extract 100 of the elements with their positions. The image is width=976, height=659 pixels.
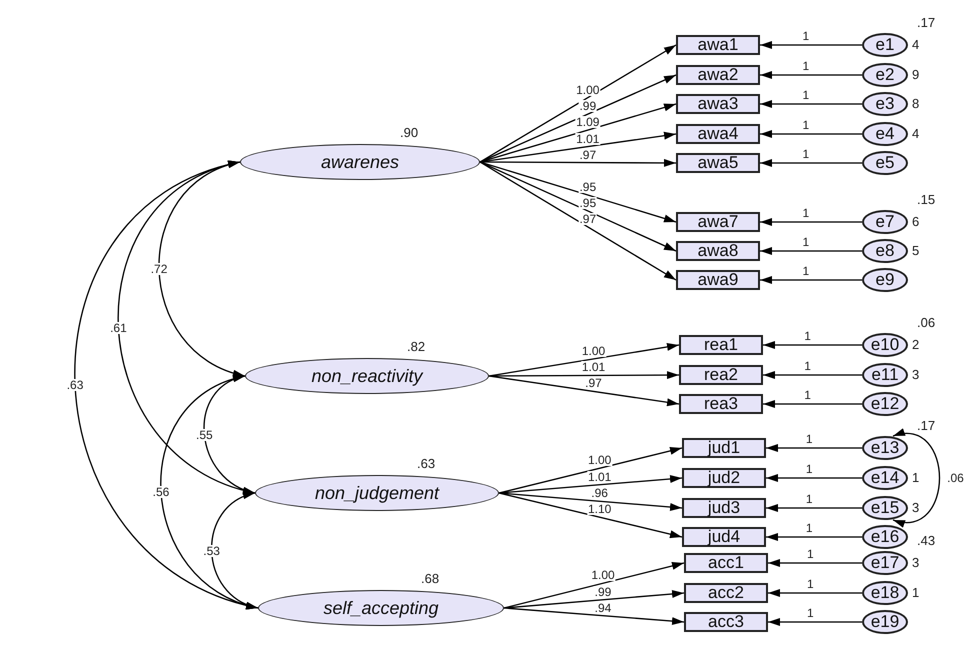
- latent-variable-ellipse: self_accepting: [258, 590, 504, 626]
- variance-estimate: .63: [417, 457, 436, 470]
- arrow: [760, 218, 862, 226]
- variance-estimate: 4: [912, 127, 920, 140]
- arrow: [760, 159, 862, 167]
- variance-estimate: 1: [912, 586, 920, 599]
- observed-variable-box: jud1: [682, 438, 766, 458]
- observed-variable-box: awa3: [676, 94, 760, 114]
- variance-estimate: .68: [421, 572, 440, 585]
- edge-label: .63: [66, 379, 84, 391]
- error-term-ellipse: e19: [862, 610, 908, 634]
- observed-variable-box: rea3: [679, 394, 763, 414]
- edge-label: .72: [150, 263, 168, 275]
- error-term-ellipse: e14: [862, 466, 908, 490]
- arrow: [766, 533, 862, 541]
- edge-label: .96: [590, 487, 609, 500]
- arrow: [504, 590, 684, 609]
- observed-variable-box: awa8: [676, 241, 760, 261]
- observed-variable-box: awa5: [676, 153, 760, 173]
- latent-variable-ellipse: non_reactivity: [245, 358, 489, 394]
- arrow: [488, 375, 680, 406]
- edge-label: 1: [802, 207, 810, 219]
- arrow: [763, 400, 862, 408]
- edge-label: 1: [802, 60, 810, 72]
- observed-variable-box: awa4: [676, 124, 760, 144]
- edge-label: 1: [803, 360, 812, 372]
- observed-variable-box: awa2: [676, 65, 760, 85]
- arrow: [766, 474, 862, 482]
- error-term-ellipse: e16: [862, 525, 908, 549]
- error-term-ellipse: e8: [862, 239, 908, 263]
- edge-label: .97: [578, 148, 598, 161]
- arrow: [760, 247, 862, 255]
- arrow: [498, 492, 682, 511]
- edge-label: 1: [803, 330, 812, 342]
- edge-label: .97: [578, 212, 598, 225]
- variance-estimate: 9: [912, 68, 920, 81]
- variance-estimate: 4: [912, 38, 920, 51]
- observed-variable-box: awa9: [676, 270, 760, 290]
- variance-estimate: .90: [400, 126, 418, 139]
- edge-label: 1.01: [586, 470, 612, 483]
- arrow: [768, 559, 862, 567]
- arrow: [768, 589, 862, 597]
- arrow: [766, 504, 862, 512]
- observed-variable-box: rea2: [679, 365, 763, 385]
- error-term-ellipse: e13: [862, 436, 908, 460]
- edge-label: 1.01: [575, 132, 600, 145]
- variance-estimate: .82: [407, 340, 426, 353]
- observed-variable-box: jud4: [682, 527, 766, 547]
- observed-variable-box: jud2: [682, 468, 766, 488]
- observed-variable-box: acc2: [684, 583, 768, 603]
- edge-label: 1: [802, 148, 810, 160]
- variance-estimate: 1: [912, 471, 920, 484]
- edge-label: .53: [202, 544, 221, 556]
- variance-estimate: 5: [912, 244, 920, 257]
- error-term-ellipse: e3: [862, 92, 908, 116]
- arrow: [489, 371, 679, 380]
- variance-estimate: 2: [912, 338, 920, 351]
- error-term-ellipse: e12: [862, 392, 908, 416]
- edge-label: 1.00: [580, 344, 606, 357]
- arrow: [498, 446, 682, 494]
- edge-label: 1: [802, 119, 810, 131]
- edge-label: 1: [803, 389, 812, 401]
- error-term-ellipse: e10: [862, 333, 908, 357]
- arrow: [768, 618, 862, 626]
- arrow: [760, 100, 862, 108]
- edge-label: 1.00: [590, 569, 616, 582]
- error-term-ellipse: e11: [862, 363, 908, 387]
- edge-label: 1.01: [580, 361, 606, 374]
- error-term-ellipse: e5: [862, 151, 908, 175]
- error-term-ellipse: e1: [862, 33, 908, 57]
- edge-label: 1.09: [575, 116, 600, 128]
- arrow: [480, 161, 676, 252]
- latent-variable-ellipse: awarenes: [240, 144, 480, 180]
- edge-label: 1: [802, 89, 810, 101]
- edge-label: 1: [802, 236, 810, 248]
- arrow: [480, 161, 676, 223]
- arrow: [480, 44, 676, 163]
- edge-label: .94: [594, 602, 612, 614]
- arrow: [480, 161, 676, 281]
- error-term-ellipse: e18: [862, 581, 908, 605]
- edge-label: 1: [804, 433, 814, 445]
- arrow: [504, 562, 684, 609]
- error-term-ellipse: e15: [862, 496, 908, 520]
- arrow: [480, 158, 676, 167]
- error-term-ellipse: e4: [862, 122, 908, 146]
- edge-label: .95: [578, 181, 598, 193]
- latent-variable-ellipse: non_judgement: [255, 475, 499, 511]
- edge-label: .61: [109, 322, 128, 334]
- arrow: [763, 341, 862, 349]
- covariance-arrow: [892, 430, 940, 526]
- edge-label: 1: [802, 30, 810, 42]
- observed-variable-box: acc1: [684, 553, 768, 573]
- variance-estimate: .06: [917, 316, 936, 329]
- arrow: [760, 130, 862, 138]
- arrow: [498, 492, 682, 538]
- arrow: [760, 276, 862, 284]
- edge-label: 1: [804, 493, 814, 505]
- edge-label: .95: [578, 196, 598, 209]
- edge-label: 1.10: [586, 503, 612, 516]
- edge-label: .06: [946, 472, 965, 484]
